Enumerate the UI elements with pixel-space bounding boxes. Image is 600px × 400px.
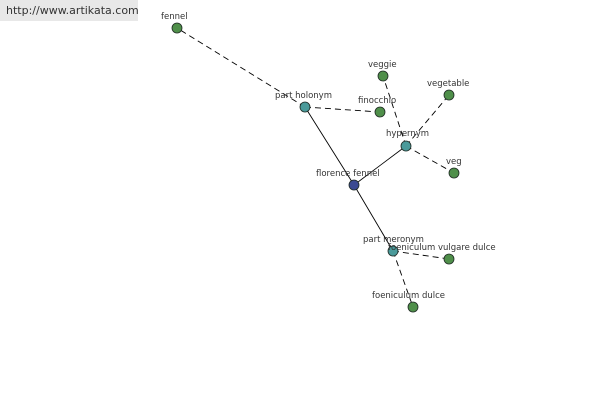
node-foeniculum-dulce[interactable]: foeniculum dulce (372, 291, 445, 313)
node-dot[interactable] (400, 140, 412, 152)
node-label: foeniculum dulce (372, 291, 445, 301)
edge-part_holonym-fennel (176, 27, 306, 108)
node-florence-fennel[interactable]: florence fennel (316, 169, 380, 191)
source-url-banner[interactable]: http://www.artikata.com (0, 0, 139, 21)
node-label: veg (446, 157, 462, 167)
node-dot[interactable] (387, 245, 399, 257)
node-finocchio[interactable]: finocchio (358, 96, 396, 118)
edge-hypernym-vegetable (405, 94, 450, 147)
node-veg[interactable]: veg (446, 157, 462, 179)
node-veggie[interactable]: veggie (368, 60, 397, 82)
node-label: veggie (368, 60, 397, 70)
node-label: foeniculum vulgare dulce (388, 243, 496, 253)
edge-hypernym-veg (405, 145, 455, 174)
node-label: fennel (161, 12, 188, 22)
node-foeniculum-vulgare-dulce[interactable]: foeniculum vulgare dulce (388, 243, 496, 265)
node-dot[interactable] (299, 101, 311, 113)
edge-florence_fennel-part_holonym (304, 106, 355, 186)
edge-hypernym-veggie (382, 75, 407, 147)
node-dot[interactable] (443, 89, 455, 101)
node-label: finocchio (358, 96, 396, 106)
node-part-meronym[interactable]: part meronym (363, 235, 424, 257)
edge-part_holonym-finocchio (304, 106, 381, 113)
node-dot[interactable] (448, 167, 460, 179)
edges-layer (176, 27, 455, 308)
node-dot[interactable] (377, 70, 389, 82)
node-label: hypernym (386, 129, 429, 139)
edge-florence_fennel-hypernym (353, 145, 407, 186)
node-dot[interactable] (407, 301, 419, 313)
node-hypernym[interactable]: hypernym (386, 129, 429, 152)
node-dot[interactable] (348, 179, 360, 191)
node-label: part holonym (275, 91, 332, 101)
node-label: florence fennel (316, 169, 380, 179)
node-dot[interactable] (374, 106, 386, 118)
edge-florence_fennel-part_meronym (353, 184, 394, 252)
node-fennel[interactable]: fennel (161, 12, 188, 34)
node-dot[interactable] (443, 253, 455, 265)
nodes-layer: florence fennel part holonym hypernym part … (161, 12, 496, 313)
node-vegetable[interactable]: vegetable (427, 79, 469, 101)
node-part-holonym[interactable]: part holonym (275, 91, 332, 113)
node-label: part meronym (363, 235, 424, 245)
node-dot[interactable] (171, 22, 183, 34)
node-label: vegetable (427, 79, 469, 89)
